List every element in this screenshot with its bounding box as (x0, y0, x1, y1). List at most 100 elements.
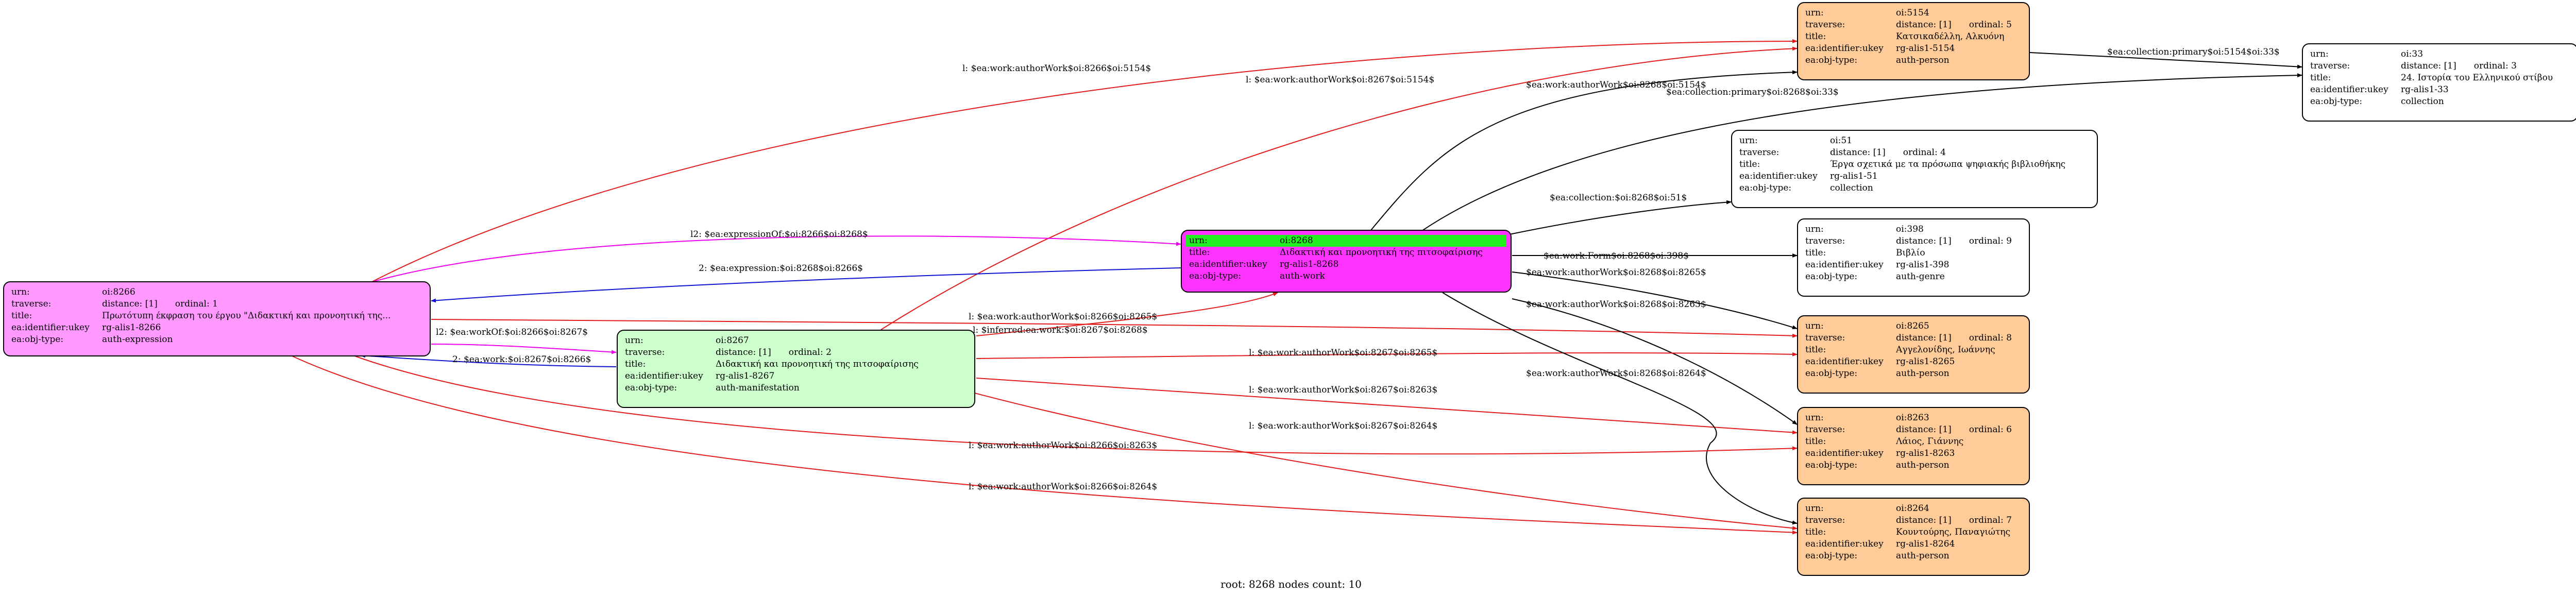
edge-8266-5154 (370, 39, 1798, 283)
urn-value: oi:33 (2401, 49, 2424, 59)
field-key: traverse: (1805, 236, 1845, 246)
field-key: traverse: (1805, 515, 1845, 525)
title-value: Έργα σχετικά με τα πρόσωπα ψηφιακής βιβλ… (1830, 159, 2066, 169)
field-key: traverse: (1805, 424, 1845, 435)
node-oi-51[interactable]: urn:oi:51 traverse:distance: [1]ordinal:… (1731, 130, 2098, 208)
distance-value: distance: [1] (102, 299, 158, 309)
ordinal-value: ordinal: 6 (1969, 424, 2012, 435)
edge-8267-8264 (927, 380, 1798, 531)
ukey-value: rg-alis1-8264 (1896, 539, 1955, 549)
field-key: ea:obj-type: (1805, 551, 1858, 561)
field-key: title: (1805, 31, 1826, 42)
type-value: auth-person (1896, 551, 1950, 561)
field-key: urn: (1805, 8, 1824, 18)
ordinal-value: ordinal: 7 (1969, 515, 2012, 525)
distance-value: distance: [1] (1896, 236, 1952, 246)
field-key: ea:obj-type: (1189, 271, 1242, 281)
field-key: ea:obj-type: (11, 334, 64, 345)
edge-label: l: $ea:work:authorWork$oi:8266$oi:5154$ (962, 63, 1151, 74)
node-oi-33[interactable]: urn:oi:33 traverse:distance: [1]ordinal:… (2302, 43, 2576, 122)
type-value: collection (1830, 183, 1873, 193)
title-value: Διδακτική και προνοητική της πιτσοφαίρισ… (1280, 247, 1483, 258)
title-value: Κουντούρης, Παναγιώτης (1896, 527, 2011, 537)
type-value: auth-expression (102, 334, 173, 345)
field-key: urn: (11, 287, 30, 297)
edge-label: l2: $ea:workOf:$oi:8266$oi:8267$ (436, 327, 588, 337)
urn-value: oi:8265 (1896, 321, 1929, 331)
edge-8268-8266 (431, 267, 1181, 303)
field-key: ea:obj-type: (1805, 271, 1858, 282)
edge-8267-8265 (976, 352, 1798, 359)
edge-label: l: $ea:work:authorWork$oi:8266$oi:8264$ (969, 482, 1157, 492)
title-value: Λάιος, Γιάννης (1896, 436, 1964, 447)
edge-label: l: $ea:work:authorWork$oi:8267$oi:5154$ (1246, 75, 1434, 85)
field-key: ea:obj-type: (1805, 55, 1858, 65)
ukey-value: rg-alis1-8266 (102, 322, 161, 333)
node-oi-8268-root[interactable]: urn:oi:8268 title:Διδακτική και προνοητι… (1181, 230, 1512, 293)
field-key: urn: (1805, 224, 1824, 234)
field-key: ea:identifier:ukey (1739, 171, 1818, 181)
urn-value: oi:8263 (1896, 413, 1929, 423)
node-oi-5154[interactable]: urn:oi:5154 traverse:distance: [1]ordina… (1797, 2, 2030, 80)
edge-8267-5154 (880, 46, 1798, 330)
edge-8268-8265 (1512, 271, 1798, 330)
distance-value: distance: [1] (1896, 333, 1952, 343)
distance-value: distance: [1] (1896, 20, 1952, 30)
edge-label: l: $ea:work:authorWork$oi:8267$oi:8263$ (1249, 385, 1437, 395)
field-key: traverse: (1739, 147, 1780, 158)
node-oi-8265[interactable]: urn:oi:8265 traverse:distance: [1]ordina… (1797, 315, 2030, 394)
field-key: title: (11, 311, 32, 321)
field-key: ea:identifier:ukey (625, 371, 703, 381)
edge-8266-8265 (431, 319, 1798, 338)
node-oi-8266[interactable]: urn:oi:8266 traverse:distance: [1]ordina… (3, 281, 431, 356)
field-key: ea:obj-type: (625, 383, 677, 393)
title-value: Διδακτική και προνοητική της πιτσοφαίρισ… (716, 359, 919, 369)
edge-label: $ea:work:authorWork$oi:8268$oi:8265$ (1526, 267, 1706, 278)
field-key: title: (2310, 73, 2331, 83)
distance-value: distance: [1] (716, 347, 771, 357)
edge-8266-8264 (288, 354, 1798, 535)
edge-8266-8263 (350, 354, 1798, 455)
node-oi-8263[interactable]: urn:oi:8263 traverse:distance: [1]ordina… (1797, 407, 2030, 485)
field-key: urn: (1805, 503, 1824, 514)
type-value: auth-person (1896, 368, 1950, 379)
edge-8268-5154 (1370, 70, 1798, 231)
field-key: traverse: (11, 299, 52, 309)
field-key: urn: (1189, 235, 1208, 246)
edge-label: $ea:collection:$oi:8268$oi:51$ (1550, 193, 1687, 203)
node-oi-8267[interactable]: urn:oi:8267 traverse:distance: [1]ordina… (617, 330, 975, 408)
field-key: traverse: (1805, 333, 1845, 343)
edge-label: l: $ea:work:authorWork$oi:8267$oi:8265$ (1249, 348, 1437, 358)
field-key: title: (1739, 159, 1760, 169)
edge-8268-8264 (1442, 292, 1798, 525)
ukey-value: rg-alis1-8268 (1280, 259, 1339, 269)
type-value: collection (2401, 96, 2444, 107)
edge-8268-33 (1421, 73, 2302, 231)
field-key: ea:identifier:ukey (1805, 260, 1884, 270)
ordinal-value: ordinal: 2 (788, 347, 832, 357)
ukey-value: rg-alis1-51 (1830, 171, 1878, 181)
title-value: Κατσικαδέλλη, Αλκυόνη (1896, 31, 2005, 42)
field-key: title: (1805, 345, 1826, 355)
ukey-value: rg-alis1-5154 (1896, 43, 1955, 54)
urn-value: oi:8264 (1896, 503, 1929, 514)
field-key: ea:obj-type: (1739, 183, 1792, 193)
field-key: ea:obj-type: (2310, 96, 2363, 107)
edge-label: $ea:work:authorWork$oi:8268$oi:8264$ (1526, 368, 1706, 379)
title-value: 24. Ιστορία του Ελληνικού στίβου (2401, 73, 2553, 83)
field-key: urn: (1739, 135, 1758, 146)
edge-label: 2: $ea:work:$oi:8267$oi:8266$ (452, 354, 591, 365)
ordinal-value: ordinal: 5 (1969, 20, 2012, 30)
ordinal-value: ordinal: 8 (1969, 333, 2012, 343)
node-oi-398[interactable]: urn:oi:398 traverse:distance: [1]ordinal… (1797, 218, 2030, 297)
field-key: ea:identifier:ukey (1805, 539, 1884, 549)
edge-label: 2: $ea:expression:$oi:8268$oi:8266$ (699, 263, 863, 274)
edge-label: $ea:work:authorWork$oi:8268$oi:8263$ (1526, 299, 1706, 310)
edge-label: l: $inferred:ea:work:$oi:8267$oi:8268$ (973, 325, 1148, 335)
ordinal-value: ordinal: 4 (1903, 147, 1946, 158)
edge-8267-8266 (360, 353, 617, 367)
urn-value: oi:5154 (1896, 8, 1929, 18)
node-oi-8264[interactable]: urn:oi:8264 traverse:distance: [1]ordina… (1797, 498, 2030, 576)
urn-value: oi:8268 (1280, 235, 1313, 246)
ordinal-value: ordinal: 9 (1969, 236, 2012, 246)
